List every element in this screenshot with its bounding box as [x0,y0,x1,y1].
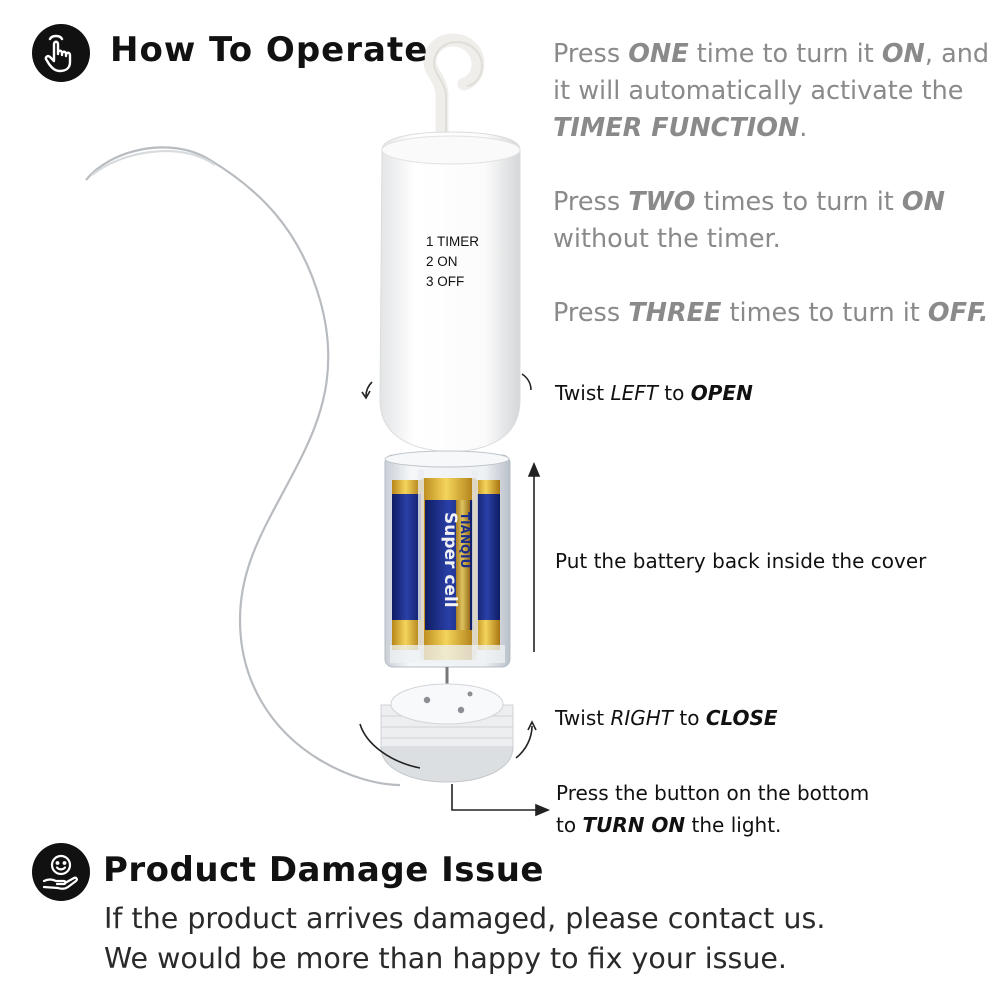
touch-hand-icon [32,24,90,82]
white-cap-housing [379,131,521,453]
button-label-text: 1 TIMER 2 ON 3 OFF [426,234,479,289]
damage-message-line2: We would be more than happy to fix your … [104,942,787,975]
twist-right-arrow-icon [359,720,537,769]
button-pointer-arrow-icon [451,784,551,817]
insert-arrow-icon [527,461,541,652]
hanging-hook [423,33,485,147]
damage-message-line1: If the product arrives damaged, please c… [104,902,826,935]
svg-text:2 ON: 2 ON [426,254,458,269]
silver-wire [85,146,401,787]
step-twist-left: Twist LEFT to OPEN [555,381,753,405]
svg-text:TIANQIU: TIANQIU [458,512,472,568]
svg-text:1 TIMER: 1 TIMER [426,234,479,249]
twist-left-arrow-icon [361,373,532,400]
svg-text:3 OFF: 3 OFF [426,274,464,289]
svg-text:Super cell: Super cell [440,512,460,608]
step-twist-right: Twist RIGHT to CLOSE [555,706,778,730]
step-press-button-line2: to TURN ON the light. [556,813,782,837]
how-to-operate-title: How To Operate [110,30,429,70]
battery-brand-text: Super cell TIANQIU [440,512,472,608]
instruction-two-presses: Press TWO times to turn it ON without th… [553,187,945,254]
step-put-battery: Put the battery back inside the cover [555,549,927,573]
instruction-one-press: Press ONE time to turn it ON, and it wil… [553,39,990,143]
step-press-button-line1: Press the button on the bottom [556,781,870,805]
instruction-three-presses: Press THREE times to turn it OFF. [553,298,989,328]
base-cap [380,683,514,783]
product-damage-title: Product Damage Issue [103,850,544,890]
smile-hand-icon [32,843,90,901]
battery-compartment [384,450,511,668]
